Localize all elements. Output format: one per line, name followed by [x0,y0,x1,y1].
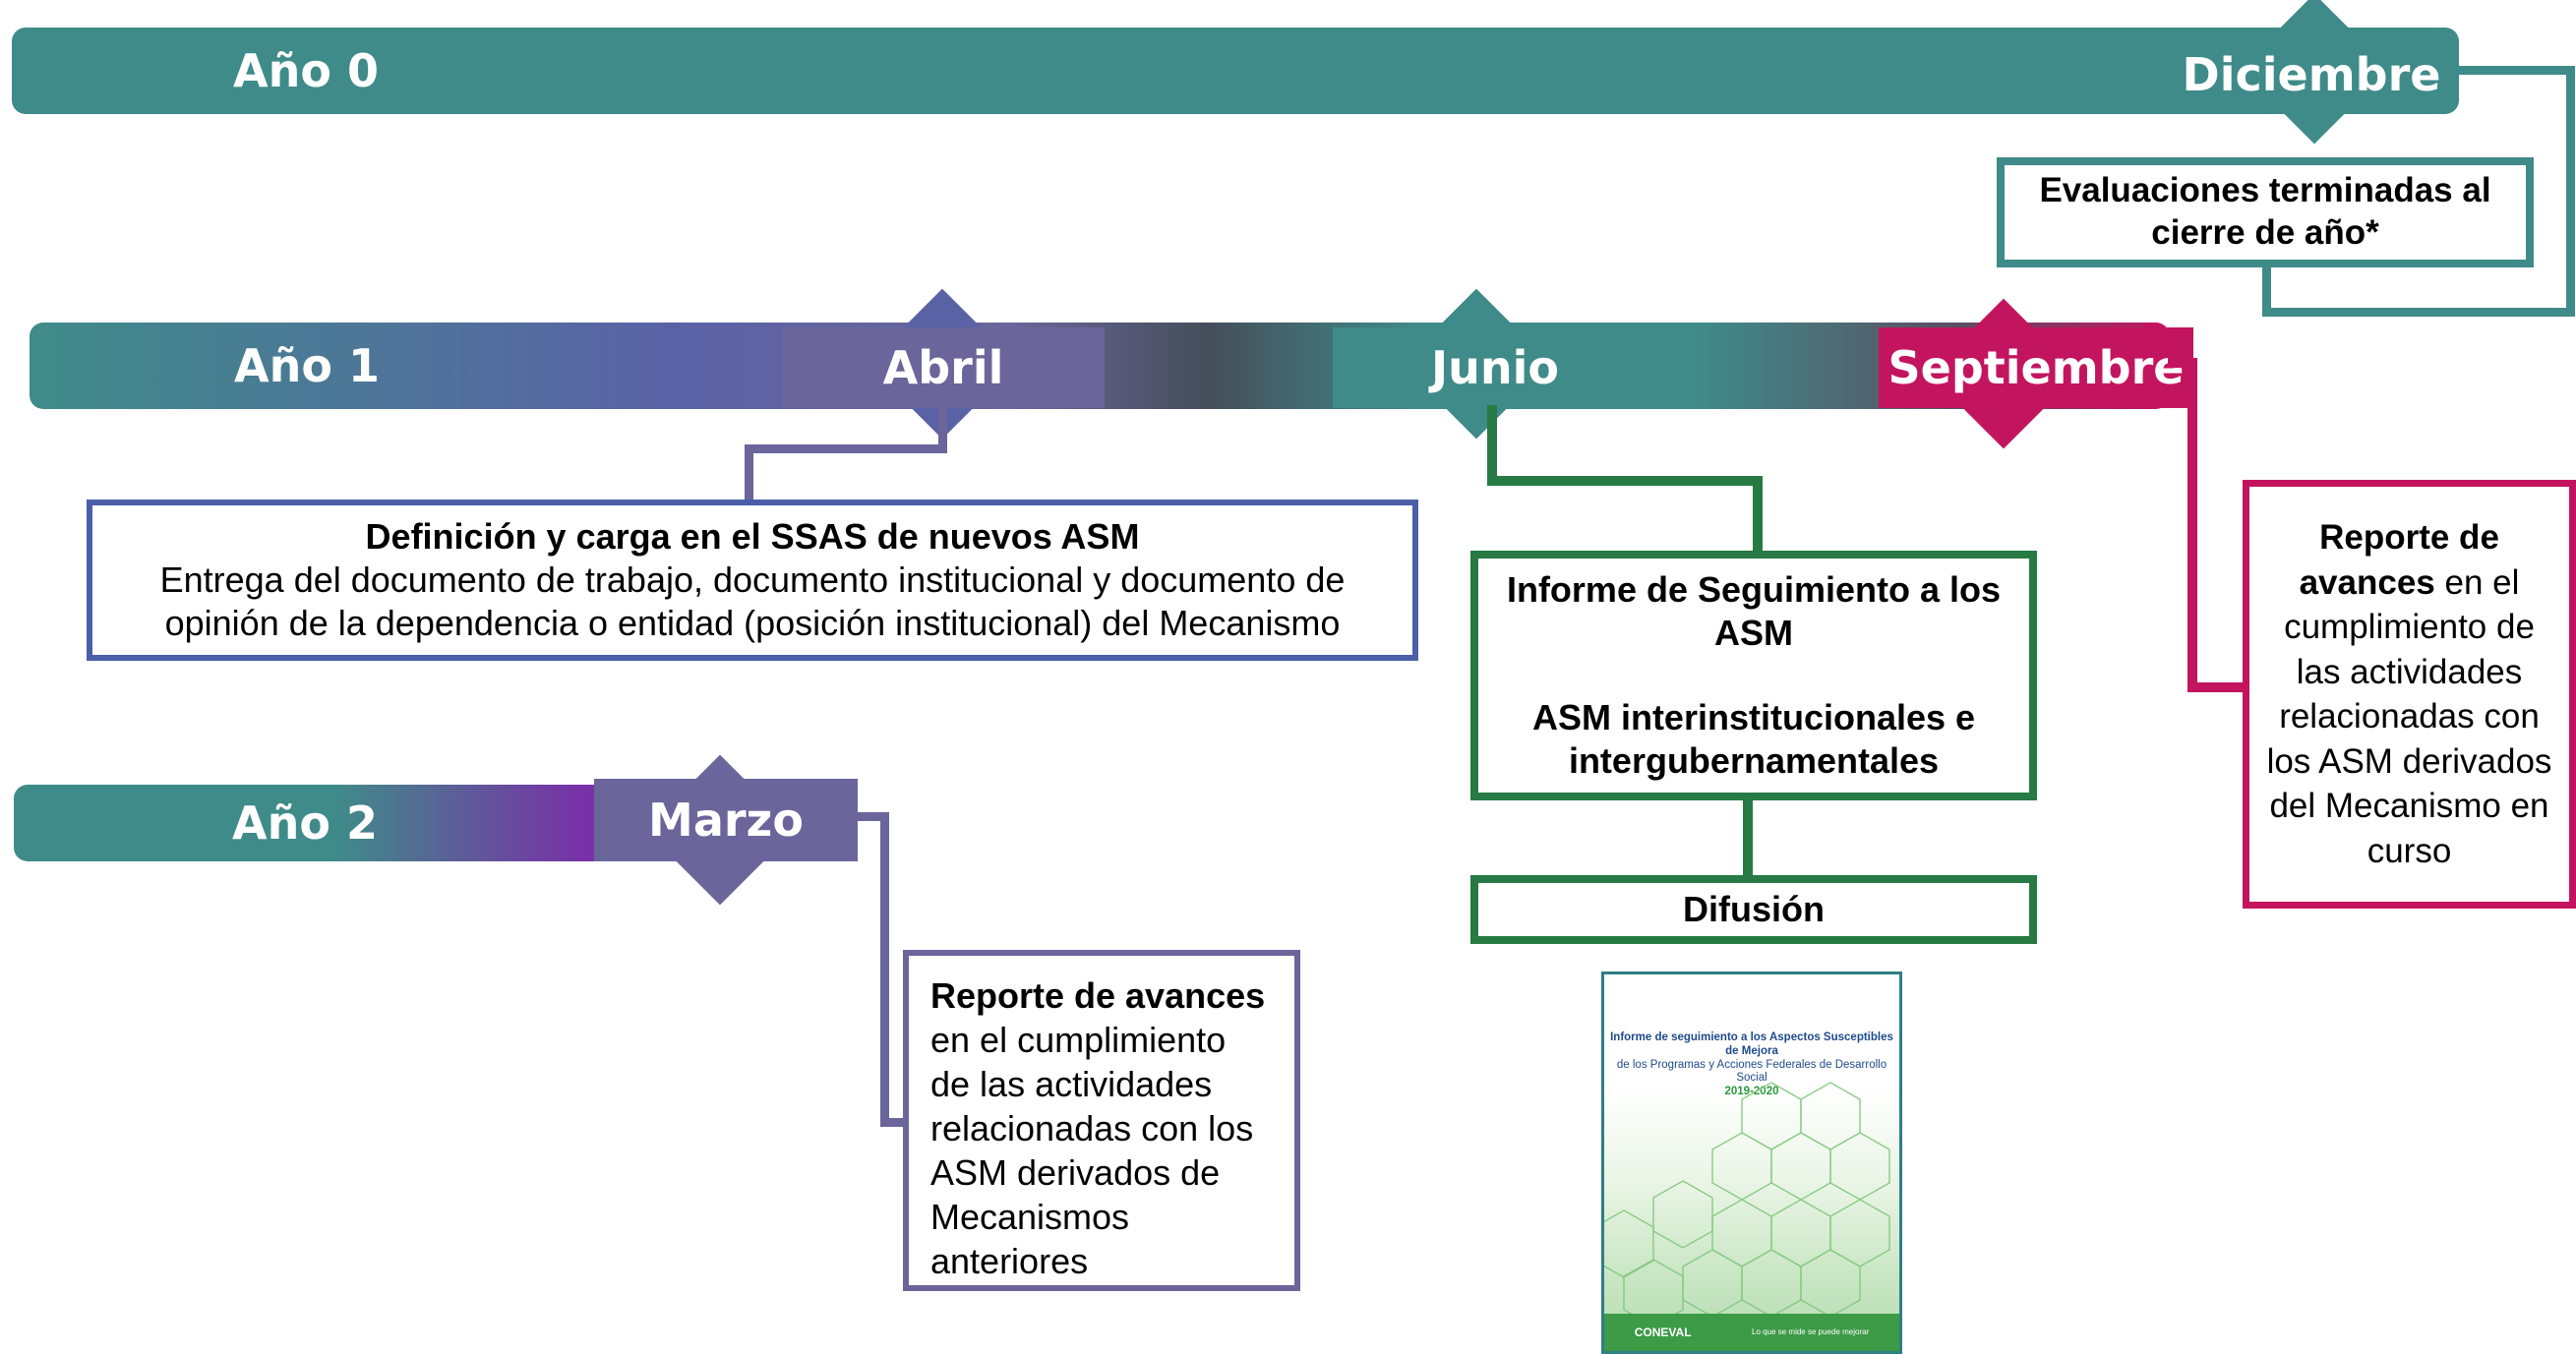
connector-diciembre [2457,66,2575,75]
definicion-body: Entrega del documento de trabajo, docume… [159,559,1346,643]
year-1-label: Año 1 [234,339,380,392]
report-cover-image: Informe de seguimiento a los Aspectos Su… [1601,971,1902,1354]
connector-abril-v2 [745,444,753,505]
box-definicion: Definición y carga en el SSAS de nuevos … [87,500,1418,661]
month-marzo: Marzo [594,779,858,861]
connector-septiembre [2168,358,2197,368]
box-evaluaciones: Evaluaciones terminadas al cierre de año… [1997,157,2534,267]
connector-junio [1487,405,1497,484]
marzo-label: Marzo [648,794,804,847]
reporte-septiembre-body: en el cumplimiento de las actividades re… [2266,562,2552,870]
cover-text: Informe de seguimiento a los Aspectos Su… [1604,1031,1899,1099]
timeline-year-0: Año 0 [12,28,2459,114]
reporte-septiembre-bold: Reporte de avances [2299,518,2499,602]
month-diciembre: Diciembre [2182,48,2441,101]
informe-title: Informe de Seguimiento a los ASM [1506,569,2002,654]
connector-junio-v2 [1753,476,1763,555]
box-informe: Informe de Seguimiento a los ASM ASM int… [1470,551,2037,800]
year-0-label: Año 0 [233,44,379,97]
box-difusion: Difusión [1470,875,2037,944]
month-junio: Junio [1333,327,1657,408]
coneval-logo: CONEVAL [1634,1325,1692,1339]
septiembre-label: Septiembre [1887,341,2185,394]
month-abril: Abril [782,327,1105,408]
definicion-title: Definición y carga en el SSAS de nuevos … [365,516,1140,558]
junio-label: Junio [1431,341,1559,394]
year-2-label: Año 2 [232,796,378,850]
abril-label: Abril [882,341,1004,394]
connector-abril [938,403,947,452]
hexagon-pattern [1604,1082,1890,1319]
cover-title: Informe de seguimiento a los Aspectos Su… [1610,1031,1893,1057]
month-septiembre: Septiembre [1879,327,2193,408]
difusion-label: Difusión [1683,889,1825,930]
cover-slogan: Lo que se mide se puede mejorar [1752,1326,1870,1336]
cover-subtitle: de los Programas y Acciones Federales de… [1616,1058,1887,1085]
connector-diciembre-h2 [2262,308,2575,317]
connector-abril-h [745,444,947,453]
connector-marzo-v [880,812,889,1127]
reporte-marzo-bold: Reporte de avances [930,975,1266,1016]
connector-junio-h [1487,476,1763,486]
connector-marzo-h [880,1118,908,1127]
box-reporte-septiembre: Reporte de avances en el cumplimiento de… [2243,480,2576,909]
connector-diciembre-v [2566,66,2575,317]
informe-sub: ASM interinstitucionales e intergubernam… [1531,697,1976,781]
evaluaciones-text: Evaluaciones terminadas al cierre de año… [2039,171,2491,252]
connector-diciembre-v2 [2262,265,2271,317]
reporte-septiembre-text: Reporte de avances en el cumplimiento de… [2259,515,2559,873]
box-reporte-marzo: Reporte de avances en el cumplimiento de… [903,950,1300,1291]
cover-footer: CONEVAL Lo que se mide se puede mejorar [1604,1314,1899,1351]
connector-septiembre-v [2187,358,2197,692]
reporte-marzo-body: en el cumplimiento de las actividades re… [930,1020,1254,1281]
cover-year: 2019-2020 [1724,1086,1779,1098]
connector-septiembre-h [2187,682,2247,692]
connector-informe-difusion [1743,800,1753,879]
connector-marzo [856,812,889,821]
